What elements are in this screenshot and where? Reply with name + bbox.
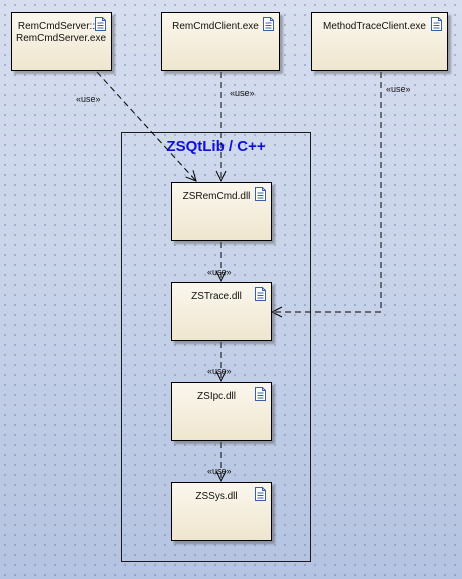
- stereotype-label: «use»: [230, 88, 255, 98]
- component-label: ZSTrace.dll: [191, 291, 242, 302]
- component-label: MethodTraceClient.exe: [322, 21, 426, 32]
- component-label: ZSSys.dll: [195, 491, 238, 502]
- component-label: ZSIpc.dll: [197, 391, 236, 402]
- component-zsremcmd[interactable]: ZSRemCmd.dll: [171, 182, 272, 241]
- stereotype-label: «use»: [207, 366, 232, 376]
- component-remcmdclient[interactable]: RemCmdClient.exe: [161, 12, 280, 71]
- package-zsqtlib[interactable]: ZSQtLib / C++: [121, 132, 311, 562]
- component-label-line1: RemCmdServer::: [17, 21, 96, 32]
- document-icon: [263, 17, 274, 31]
- document-icon: [255, 487, 266, 501]
- component-zsipc[interactable]: ZSIpc.dll: [171, 382, 272, 441]
- edge-remcmdserver-to-zsremcmd[interactable]: [96, 71, 196, 181]
- stereotype-label: «use»: [207, 466, 232, 476]
- component-label: RemCmdClient.exe: [172, 21, 259, 32]
- component-zssys[interactable]: ZSSys.dll: [171, 482, 272, 541]
- component-methodtraceclient[interactable]: MethodTraceClient.exe: [311, 12, 448, 71]
- edge-methodtraceclient-to-zstrace[interactable]: [272, 72, 382, 312]
- component-remcmdserver[interactable]: RemCmdServer:: RemCmdServer.exe: [11, 12, 112, 71]
- document-icon: [255, 287, 266, 301]
- package-title: ZSQtLib / C++: [166, 138, 266, 155]
- document-icon: [255, 187, 266, 201]
- component-label: RemCmdServer:: RemCmdServer.exe: [16, 21, 107, 45]
- document-icon: [431, 17, 442, 31]
- stereotype-label: «use»: [76, 94, 101, 104]
- document-icon: [255, 387, 266, 401]
- component-label: ZSRemCmd.dll: [182, 191, 251, 202]
- stereotype-label: «use»: [386, 84, 411, 94]
- stereotype-label: «use»: [207, 267, 232, 277]
- component-zstrace[interactable]: ZSTrace.dll: [171, 282, 272, 341]
- component-label-line2: RemCmdServer.exe: [16, 33, 107, 44]
- document-icon: [95, 17, 106, 31]
